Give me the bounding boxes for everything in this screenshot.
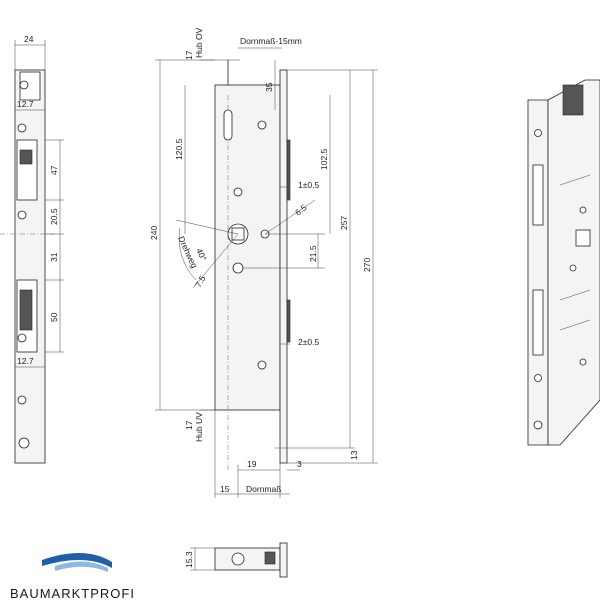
logo-swoosh-light	[55, 561, 108, 572]
dim-12-7-bottom: 12.7	[17, 356, 34, 366]
dim-20-5: 20.5	[49, 208, 59, 225]
top-view-face	[279, 542, 288, 578]
top-view-latch	[264, 551, 276, 565]
dim-dornmass-15: Dornmaß-15mm	[240, 36, 302, 46]
dim-15-3: 15.3	[184, 551, 194, 568]
dead-bolt	[19, 289, 33, 331]
side-view: Dornmaß-15mm 17 Hub OV 35 120.5 240 Dreh…	[149, 27, 378, 498]
screw-hole	[19, 80, 29, 90]
dim-24: 24	[24, 34, 34, 44]
dim-40-deg: 40°	[194, 247, 208, 263]
iso-bolt-slot	[532, 289, 544, 356]
iso-follower	[575, 229, 591, 247]
dim-2-0-5: 2±0.5	[298, 337, 319, 347]
latch-projection	[286, 139, 291, 201]
screw-hole	[17, 210, 27, 220]
dim-240: 240	[149, 226, 159, 240]
dim-47: 47	[49, 165, 59, 175]
dim-31: 31	[49, 252, 59, 262]
screw-hole	[18, 437, 30, 449]
dim-35: 35	[264, 82, 274, 92]
iso-face-plate	[527, 99, 549, 446]
dim-1-0-5: 1±0.5	[298, 180, 319, 190]
dim-270: 270	[362, 258, 372, 272]
dim-15: 15	[220, 484, 230, 494]
dim-12-7-top: 12.7	[17, 99, 34, 109]
dim-hub-ov-label: Hub OV	[194, 27, 204, 58]
rivet	[233, 187, 243, 197]
dim-257: 257	[339, 216, 349, 230]
face-plate	[279, 69, 288, 464]
latch-opening	[16, 139, 38, 201]
iso-body	[547, 79, 600, 446]
iso-rivet	[579, 206, 587, 214]
isometric-view	[527, 79, 600, 446]
iso-rivet	[569, 264, 577, 272]
dim-7-5: 7.5	[193, 274, 208, 289]
latch-bolt	[19, 149, 33, 165]
iso-screw	[534, 374, 542, 382]
dim-hub-uv-17: 17	[184, 420, 194, 430]
dim-21-5: 21.5	[308, 245, 318, 262]
dim-3: 3	[297, 459, 302, 469]
screw-hole	[17, 395, 27, 405]
rotation-arc	[178, 227, 197, 281]
screw-hole	[17, 123, 27, 133]
iso-screw	[533, 420, 543, 430]
logo-swoosh-dark	[42, 552, 112, 568]
dim-50: 50	[49, 312, 59, 322]
dim-102-5: 102.5	[319, 148, 329, 170]
dim-hub-ov-17: 17	[184, 50, 194, 60]
dim-13: 13	[349, 450, 359, 460]
iso-rivet	[579, 358, 587, 366]
iso-latch-slot	[532, 164, 544, 226]
rivet	[257, 120, 267, 130]
cylinder-slot	[223, 109, 233, 141]
dim-6-5: 6.5	[293, 202, 309, 217]
brand-name: BAUMARKTPROFI	[10, 586, 135, 600]
dim-dornmass: Dornmaß	[246, 484, 281, 494]
rivet	[257, 360, 267, 370]
iso-top-block	[562, 84, 584, 116]
screw-hole	[17, 333, 27, 343]
top-view-follower	[231, 552, 245, 566]
top-view: 15.3	[184, 542, 288, 578]
front-plate-view: 24 12.7 12.7 47 20.5 31 50	[0, 34, 64, 464]
lock-body	[214, 84, 281, 411]
bolt-projection	[286, 299, 291, 343]
dim-19: 19	[247, 459, 257, 469]
dim-hub-uv-label: Hub UV	[194, 412, 204, 442]
brand-logo: BAUMARKTPROFI	[10, 552, 135, 600]
dim-120-5: 120.5	[174, 138, 184, 160]
iso-screw	[534, 129, 542, 137]
rivet	[232, 262, 244, 274]
